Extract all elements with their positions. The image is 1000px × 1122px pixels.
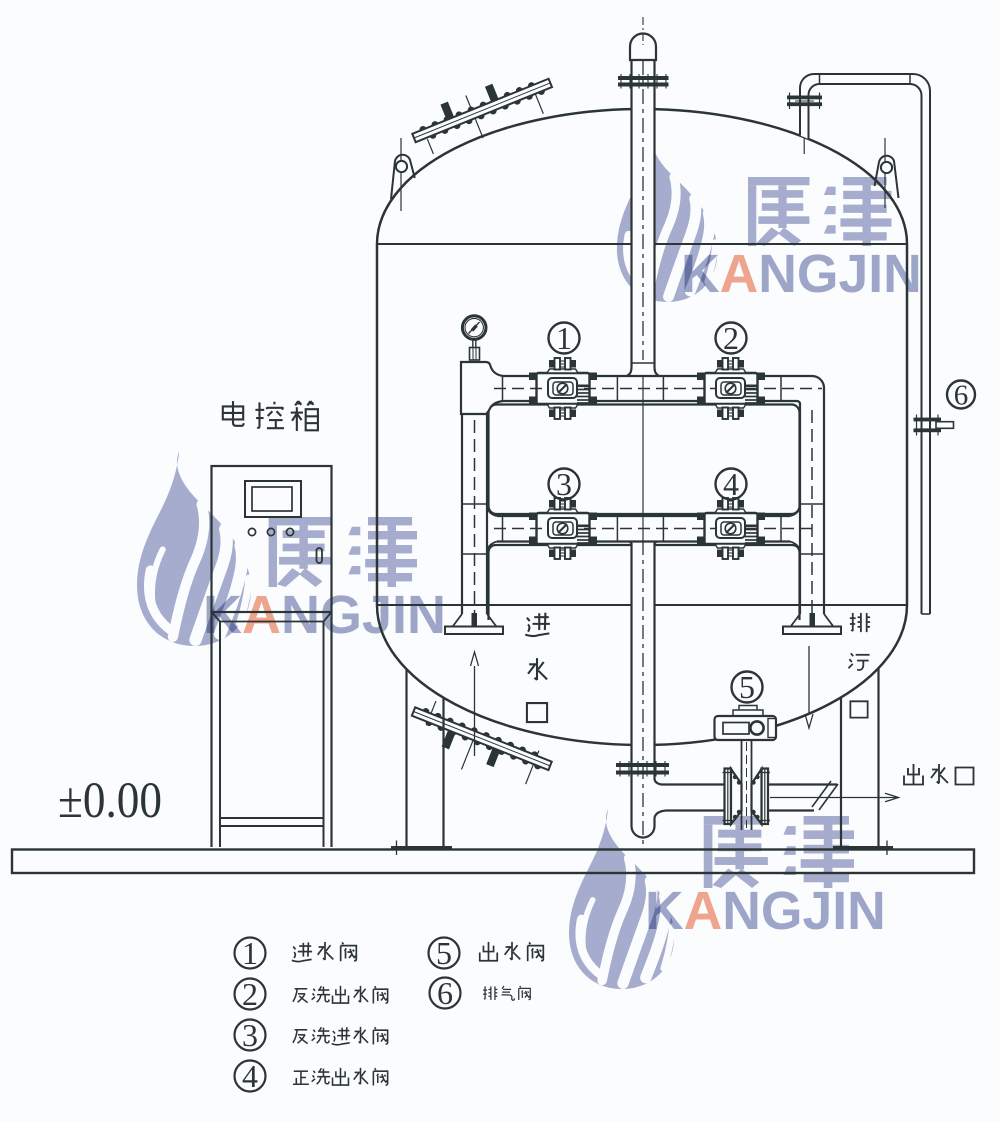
svg-text:3: 3 — [556, 466, 572, 502]
svg-text:±0.00: ±0.00 — [58, 773, 162, 829]
svg-text:KANGJIN: KANGJIN — [681, 245, 922, 304]
svg-text:2: 2 — [242, 976, 258, 1012]
svg-text:1: 1 — [242, 935, 258, 971]
svg-text:KANGJIN: KANGJIN — [203, 585, 446, 645]
svg-text:4: 4 — [242, 1058, 258, 1094]
svg-text:3: 3 — [242, 1017, 258, 1053]
svg-text:5: 5 — [436, 935, 452, 971]
svg-text:4: 4 — [723, 466, 739, 502]
svg-text:5: 5 — [739, 669, 755, 705]
svg-text:6: 6 — [437, 975, 453, 1011]
svg-text:1: 1 — [556, 320, 572, 356]
svg-text:2: 2 — [723, 320, 739, 356]
svg-text:KANGJIN: KANGJIN — [645, 882, 886, 941]
svg-text:6: 6 — [954, 380, 969, 412]
